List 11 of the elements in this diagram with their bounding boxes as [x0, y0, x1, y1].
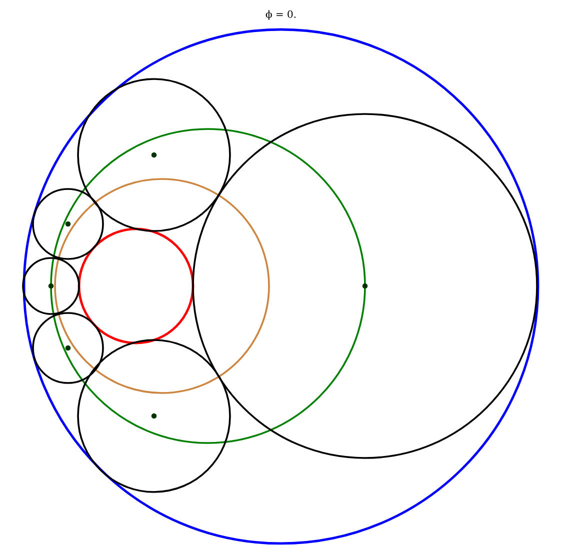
inner-circle	[78, 228, 194, 344]
chain-circle	[77, 339, 231, 493]
chain-circle	[32, 312, 104, 384]
chain-circle	[22, 257, 80, 315]
middle-circle	[54, 178, 270, 394]
locus-circle	[50, 128, 366, 444]
chain-circle	[77, 78, 231, 232]
chain-circle	[32, 188, 104, 260]
chain-circle	[192, 113, 538, 459]
outer-circle	[22, 28, 540, 545]
title: ϕ = 0.	[266, 10, 296, 20]
